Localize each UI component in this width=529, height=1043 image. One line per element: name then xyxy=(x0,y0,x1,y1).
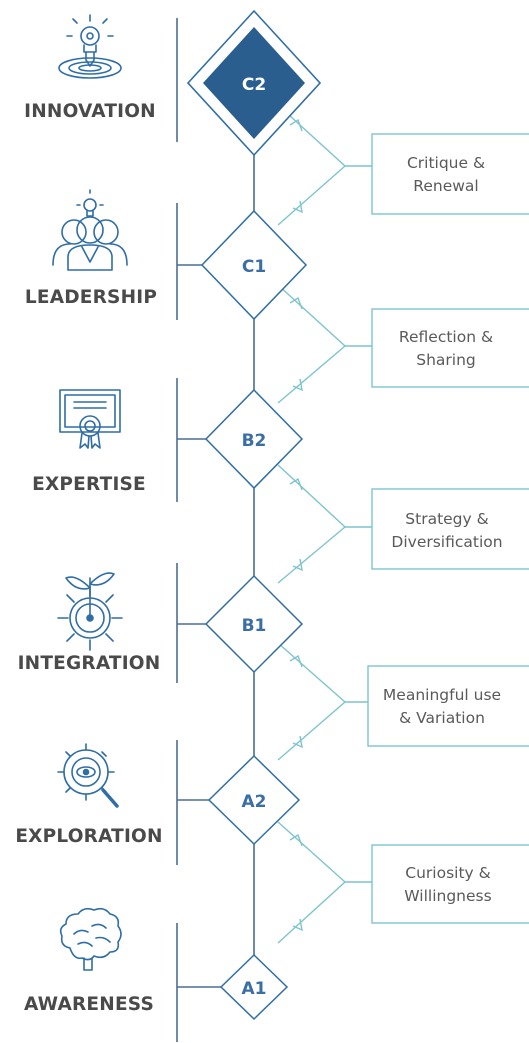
level-code: B2 xyxy=(242,431,267,451)
level-label-exploration: EXPLORATION xyxy=(15,826,162,847)
stage-line1: Meaningful use xyxy=(383,686,501,704)
level-connectors xyxy=(177,264,221,988)
stage-box-1: Critique & Renewal xyxy=(371,133,529,215)
level-label-innovation: INNOVATION xyxy=(24,101,156,122)
level-diamond-a2: A2 xyxy=(207,754,301,846)
stage-arrows xyxy=(277,104,372,944)
stage-box-2: Reflection & Sharing xyxy=(371,308,529,388)
level-code: B1 xyxy=(242,616,267,636)
level-diamond-c2: C2 xyxy=(186,9,322,157)
stage-line1: Strategy & xyxy=(405,510,488,528)
stage-box-3: Strategy & Diversification xyxy=(371,488,529,570)
level-diamond-b2: B2 xyxy=(204,388,304,490)
stage-box-4: Meaningful use & Variation xyxy=(367,665,529,747)
brain-icon xyxy=(59,907,122,971)
stage-line1: Critique & xyxy=(407,154,485,172)
stage-line2: Willingness xyxy=(404,887,491,905)
level-code: A1 xyxy=(242,979,267,999)
target-lightbulb-icon xyxy=(58,14,122,79)
level-label-integration: INTEGRATION xyxy=(18,653,161,674)
level-diamond-b1: B1 xyxy=(204,574,304,674)
level-code: A2 xyxy=(242,792,267,812)
sprout-gear-icon xyxy=(57,572,123,651)
stage-line2: Diversification xyxy=(391,533,502,551)
stage-line1: Reflection & xyxy=(399,328,493,346)
stage-line1: Curiosity & xyxy=(405,864,490,882)
stage-box-5: Curiosity & Willingness xyxy=(371,844,529,924)
level-code: C2 xyxy=(242,75,266,95)
group-lightbulb-icon xyxy=(52,189,128,271)
stage-line2: Sharing xyxy=(416,351,476,369)
level-label-expertise: EXPERTISE xyxy=(32,474,146,495)
stage-line2: & Variation xyxy=(399,709,485,727)
level-diamond-c1: C1 xyxy=(200,209,308,321)
level-label-leadership: LEADERSHIP xyxy=(25,287,157,308)
stage-line2: Renewal xyxy=(413,177,478,195)
gear-magnifier-icon xyxy=(57,743,119,808)
level-code: C1 xyxy=(242,257,266,277)
level-label-awareness: AWARENESS xyxy=(24,994,154,1015)
level-diamond-a1: A1 xyxy=(219,953,289,1021)
certificate-icon xyxy=(59,389,121,449)
